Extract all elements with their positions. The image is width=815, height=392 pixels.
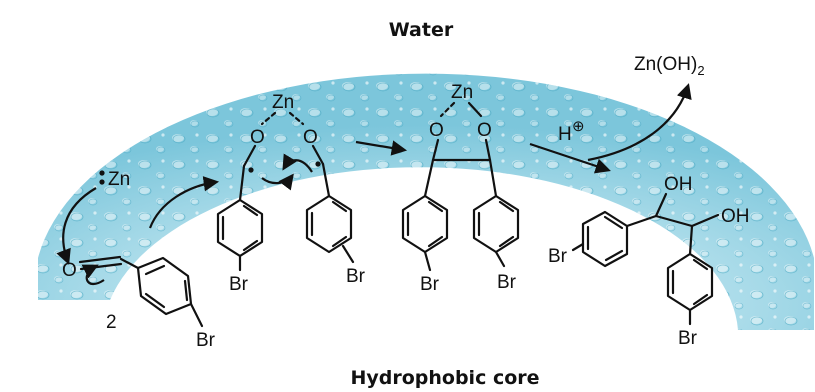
zinc-reactant: Zn [99, 169, 130, 190]
benzene-ring [666, 252, 714, 312]
radical-dot [248, 167, 254, 173]
benzene-ring [216, 198, 264, 258]
step-arrow [355, 140, 408, 156]
oxygen-left: O [429, 120, 444, 141]
benzene-ring [581, 210, 629, 268]
lone-pair-dot [99, 170, 105, 176]
lone-pair-dot [99, 179, 105, 185]
zinc-symbol: Zn [272, 92, 294, 113]
benzene-ring [472, 194, 520, 254]
radical-arrow [282, 153, 313, 173]
curly-arrow [81, 264, 105, 286]
byproduct-arrow [587, 83, 692, 162]
oxygen-left: O [250, 127, 265, 148]
oxygen-right: O [477, 120, 492, 141]
aldehyde-oxygen: O [62, 260, 77, 281]
proton-label: H [558, 124, 572, 145]
bromine-symbol: Br [346, 266, 366, 287]
zinc-symbol: Zn [108, 169, 130, 190]
bromine-symbol: Br [678, 328, 698, 349]
electron-arrow [56, 187, 97, 265]
water-label: Water [389, 19, 454, 41]
bromine-symbol: Br [548, 246, 568, 267]
hydroxyl-right: OH [721, 206, 750, 227]
intermediate-1: Zn O O Br Br [216, 92, 366, 295]
hydrophobic-core-label: Hydrophobic core [350, 367, 539, 389]
step-arrow [148, 176, 220, 229]
radical-dot [315, 161, 321, 167]
zinc-symbol: Zn [451, 82, 473, 103]
water-band [38, 73, 814, 331]
step-arrow [529, 142, 611, 174]
intermediate-2: Zn O O Br Br [401, 82, 520, 295]
diol-product: OH OH Br Br [548, 174, 750, 349]
hydroxyl-top: OH [664, 174, 693, 195]
benzene-ring [305, 194, 353, 254]
coefficient: 2 [106, 312, 117, 333]
bromine-symbol: Br [229, 274, 249, 295]
aldehyde-reactant: O Br 2 [62, 255, 216, 351]
bromine-symbol: Br [196, 330, 216, 351]
bromine-symbol: Br [497, 272, 517, 293]
radical-arrow [261, 173, 294, 191]
oxygen-right: O [303, 127, 318, 148]
bromine-symbol: Br [420, 274, 440, 295]
benzene-ring [401, 194, 449, 254]
positive-charge-symbol: ⊕ [572, 118, 585, 135]
byproduct-label: Zn(OH)2 [634, 54, 705, 78]
